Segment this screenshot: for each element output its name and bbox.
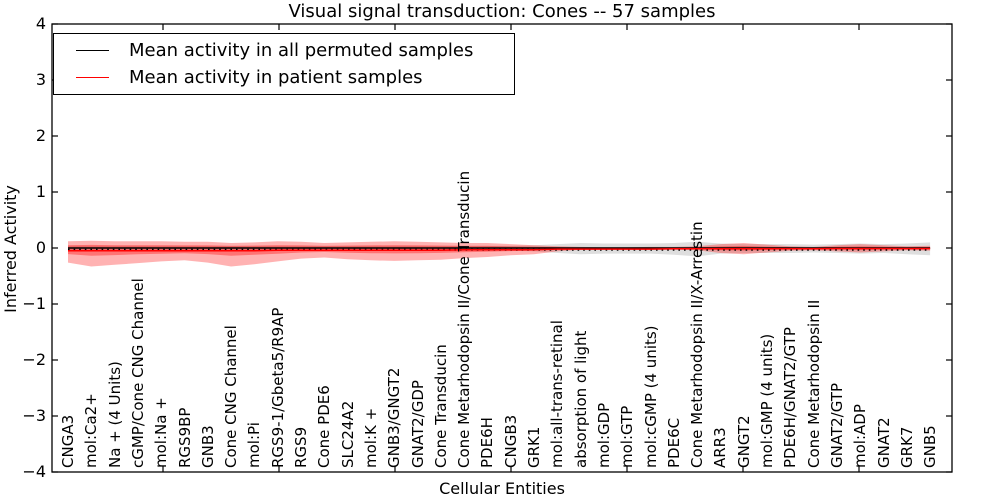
x-tick-label: mol:ADP — [851, 404, 870, 468]
x-tick-label: mol:all-trans-retinal — [548, 320, 567, 468]
legend-line-patient-icon — [76, 77, 109, 78]
x-tick-label: GNAT2 — [874, 417, 893, 468]
x-tick-label: CNGB3 — [501, 414, 520, 468]
x-tick-label: Na + (4 Units) — [105, 361, 124, 468]
x-tick-label: CNGA3 — [59, 414, 77, 468]
x-tick-label: Cone CNG Channel — [222, 325, 241, 468]
x-tick-label: Cone Metarhodopsin II — [804, 299, 823, 468]
x-tick-label: Cone Metarhodopsin II/X-Arrestin — [688, 221, 707, 468]
x-tick-label: mol:K + — [361, 407, 380, 468]
x-tick-label: GNB3 — [198, 425, 217, 468]
x-axis-label: Cellular Entities — [439, 479, 565, 498]
x-tick-label: GNB5 — [921, 425, 940, 468]
x-tick-label: PDE6C — [664, 417, 683, 468]
y-tick-label: 3 — [35, 70, 46, 89]
x-tick-label: Cone PDE6 — [315, 385, 334, 468]
legend-label-permuted: Mean activity in all permuted samples — [129, 40, 474, 61]
x-tick-label: mol:GTP — [618, 405, 637, 468]
x-tick-label: RGS9BP — [175, 407, 194, 468]
x-tick-label: GRK1 — [525, 426, 543, 468]
legend: Mean activity in all permuted samples Me… — [53, 33, 515, 95]
series-line-mean-activity-in-patient-samples — [68, 247, 931, 252]
x-tick-label: GNAT2/GDP — [408, 380, 427, 468]
x-tick-label: mol:cGMP (4 units) — [641, 325, 660, 468]
x-tick-label: absorption of light — [571, 330, 590, 468]
x-tick-label: PDE6H/GNAT2/GTP — [781, 327, 800, 468]
x-tick-label: GNB3/GNGT2 — [385, 367, 404, 468]
band-patient-range-outer — [68, 240, 931, 267]
legend-item-permuted: Mean activity in all permuted samples — [76, 40, 514, 61]
y-tick-label: −3 — [22, 406, 46, 425]
y-tick-label: −2 — [22, 350, 46, 369]
x-tick-label: mol:Na + — [152, 397, 171, 468]
x-tick-label: mol:GMP (4 units) — [758, 333, 776, 468]
x-tick-label: cGMP/Cone CNG Channel — [128, 278, 147, 468]
x-tick-label: PDE6H — [478, 417, 497, 468]
x-tick-label: GNAT2/GTP — [827, 383, 846, 468]
x-tick-label: SLC24A2 — [338, 400, 357, 468]
legend-label-patient: Mean activity in patient samples — [129, 67, 423, 88]
x-tick-label: GRK7 — [897, 426, 916, 468]
x-tick-label: mol:Ca2+ — [82, 393, 101, 468]
x-tick-label: GNGT2 — [734, 415, 753, 468]
x-tick-label: mol:GDP — [594, 402, 613, 468]
y-tick-label: 1 — [35, 182, 46, 201]
legend-line-permuted-icon — [76, 50, 109, 51]
x-tick-label: RGS9-1/Gbeta5/R9AP — [268, 307, 287, 468]
y-tick-label: 2 — [35, 126, 46, 145]
chart-title: Visual signal transduction: Cones -- 57 … — [288, 1, 716, 22]
y-tick-label: −4 — [22, 462, 46, 481]
legend-item-patient: Mean activity in patient samples — [76, 67, 514, 88]
y-tick-label: −1 — [22, 294, 46, 313]
x-tick-label: RGS9 — [292, 426, 310, 468]
x-tick-label: mol:Pi — [245, 422, 264, 468]
x-tick-label: Cone Metarhodopsin II/Cone Transducin — [455, 170, 474, 468]
y-tick-label: 0 — [35, 238, 46, 257]
x-tick-label: ARR3 — [711, 427, 730, 468]
x-tick-label: Cone Transducin — [431, 344, 450, 468]
y-tick-label: 4 — [35, 14, 46, 33]
